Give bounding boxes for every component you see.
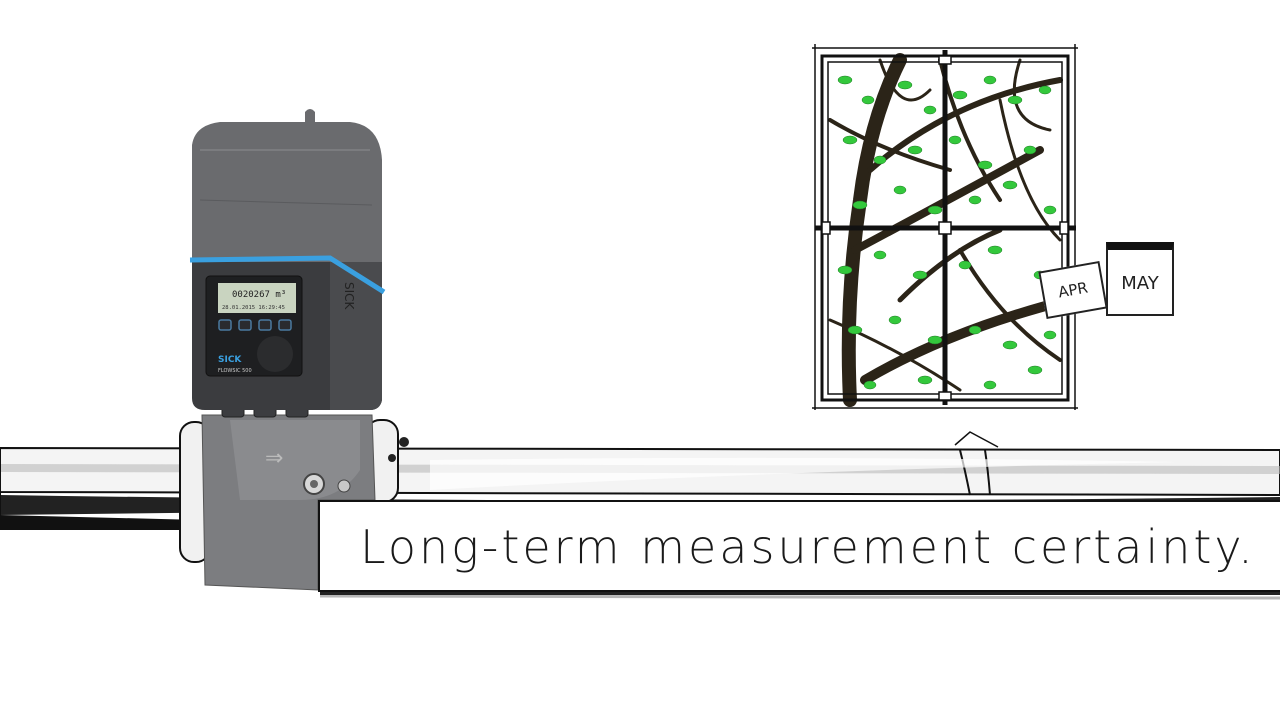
flow-meter-device: ⇒ SICK FLOWSIC 500 SICK 0020267 m³ [189,109,386,591]
device-brand-logo: SICK [218,355,242,365]
calendar-month-label: APR [1056,278,1090,302]
display-line-2: 28.01.2015 16:29:45 [222,305,285,311]
device-model-label: FLOWSIC 500 [218,368,252,374]
calendar-page-may: MAY [1106,242,1174,316]
caption-box: Long-term measurement certainty. [318,500,1280,592]
window-with-tree [812,44,1078,410]
caption-text: Long-term measurement certainty. [360,520,1256,574]
display-line-1: 0020267 m³ [232,290,286,300]
flow-direction-arrow: ⇒ [265,446,283,471]
calendar-month-label: MAY [1121,273,1159,294]
device-side-label: SICK [342,282,356,311]
